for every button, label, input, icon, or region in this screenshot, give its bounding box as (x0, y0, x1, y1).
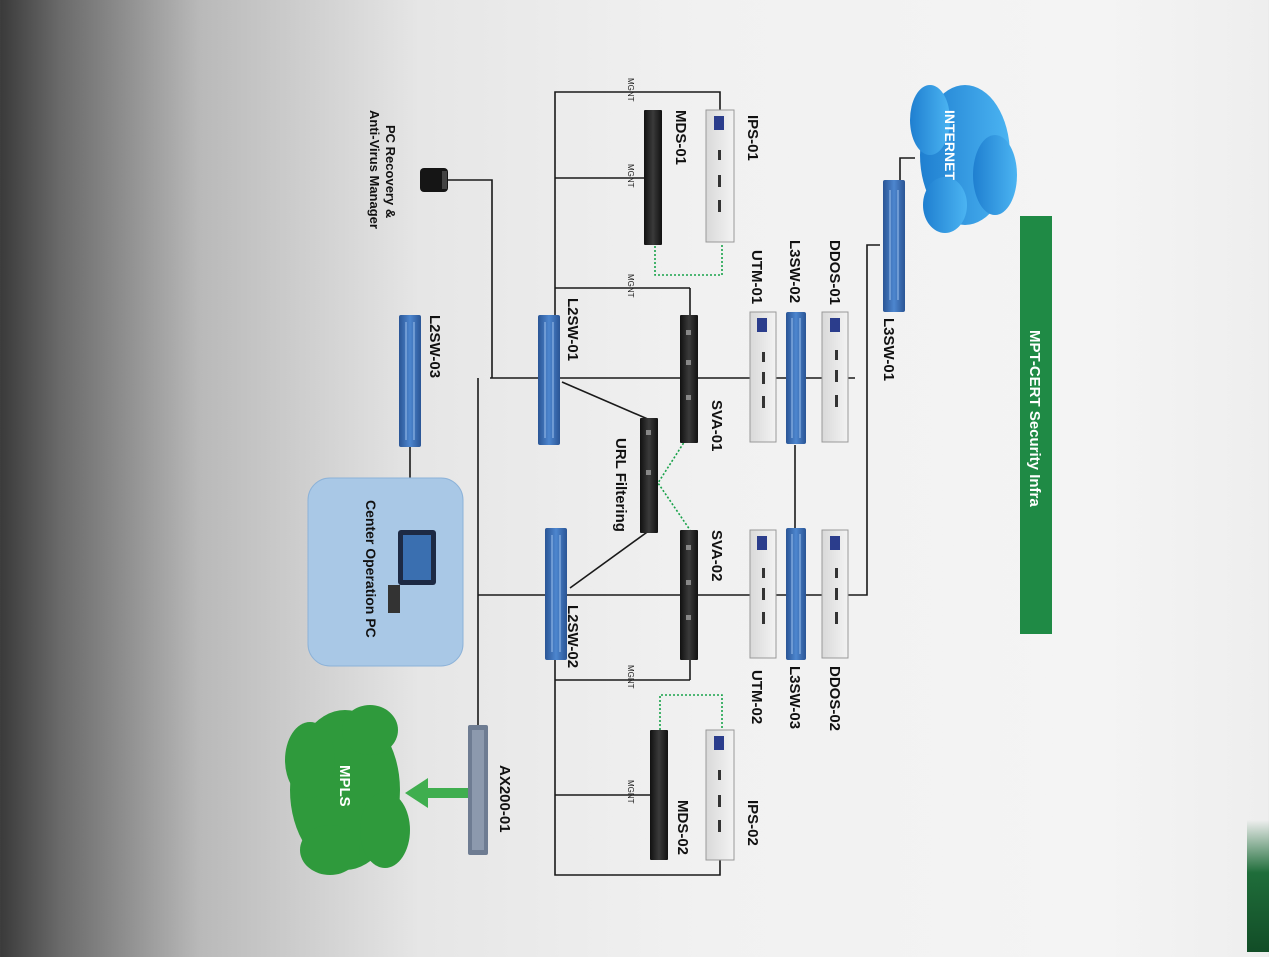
mgnt-label-5: MGNT (626, 780, 635, 804)
utm01-label: UTM-01 (748, 250, 765, 304)
l3sw03-label: L3SW-03 (786, 666, 803, 729)
l3sw01-switch (883, 180, 905, 312)
computer-icon (388, 530, 436, 613)
pc-recovery-server-icon (420, 168, 448, 192)
center-operation-label: Center Operation PC (363, 500, 379, 638)
title-bar (1020, 216, 1052, 634)
sva01-label: SVA-01 (708, 400, 725, 451)
sva01-appliance (680, 315, 698, 443)
pc-recovery-label-1: PC Recovery & (383, 125, 398, 218)
mgnt-label-1: MGNT (626, 78, 635, 102)
mds02-label: MDS-02 (674, 800, 691, 855)
url-filtering-appliance (640, 418, 658, 533)
internet-cloud: INTERNET (910, 85, 1017, 233)
internet-label: INTERNET (942, 110, 958, 180)
utm02-appliance (749, 529, 777, 659)
l2sw03-label: L2SW-03 (426, 315, 443, 378)
mpls-label: MPLS (336, 765, 353, 807)
ddos01-appliance (821, 311, 849, 443)
ddos02-appliance (821, 529, 849, 659)
diagram-title: MPT-CERT Security Infra (1026, 330, 1043, 507)
mpls-cloud: MPLS (285, 705, 410, 875)
center-operation-box (307, 477, 464, 667)
url-filtering-label: URL Filtering (612, 438, 629, 532)
ddos01-label: DDOS-01 (826, 240, 843, 305)
mgnt-label-4: MGNT (626, 665, 635, 689)
l2sw01-switch (538, 315, 560, 445)
mpls-arrow (405, 778, 470, 808)
ax200-label: AX200-01 (496, 765, 513, 833)
mds01-appliance (644, 110, 662, 245)
l2sw03-switch (399, 315, 421, 447)
ips01-appliance (705, 109, 735, 243)
sva02-label: SVA-02 (708, 530, 725, 581)
mds02-appliance (650, 730, 668, 860)
utm01-appliance (749, 311, 777, 443)
l2sw01-label: L2SW-01 (564, 298, 581, 361)
l3sw02-label: L3SW-02 (786, 240, 803, 303)
ips02-label: IPS-02 (744, 800, 761, 846)
ips02-appliance (705, 729, 735, 861)
ax200-device (468, 725, 488, 855)
page-edge-shadow (1247, 820, 1269, 952)
mgnt-label-2: MGNT (626, 164, 635, 188)
l2sw02-label: L2SW-02 (564, 605, 581, 668)
l3sw01-label: L3SW-01 (880, 318, 897, 381)
ddos02-label: DDOS-02 (826, 666, 843, 731)
pc-recovery-label-2: Anti-Virus Manager (367, 110, 382, 229)
mds01-label: MDS-01 (672, 110, 689, 165)
l2sw02-switch (545, 528, 567, 660)
ips01-label: IPS-01 (744, 115, 761, 161)
mgnt-label-3: MGNT (626, 274, 635, 298)
utm02-label: UTM-02 (748, 670, 765, 724)
l3sw02-switch (786, 312, 806, 444)
links-dotted (654, 238, 723, 735)
l3sw03-switch (786, 528, 806, 660)
sva02-appliance (680, 530, 698, 660)
